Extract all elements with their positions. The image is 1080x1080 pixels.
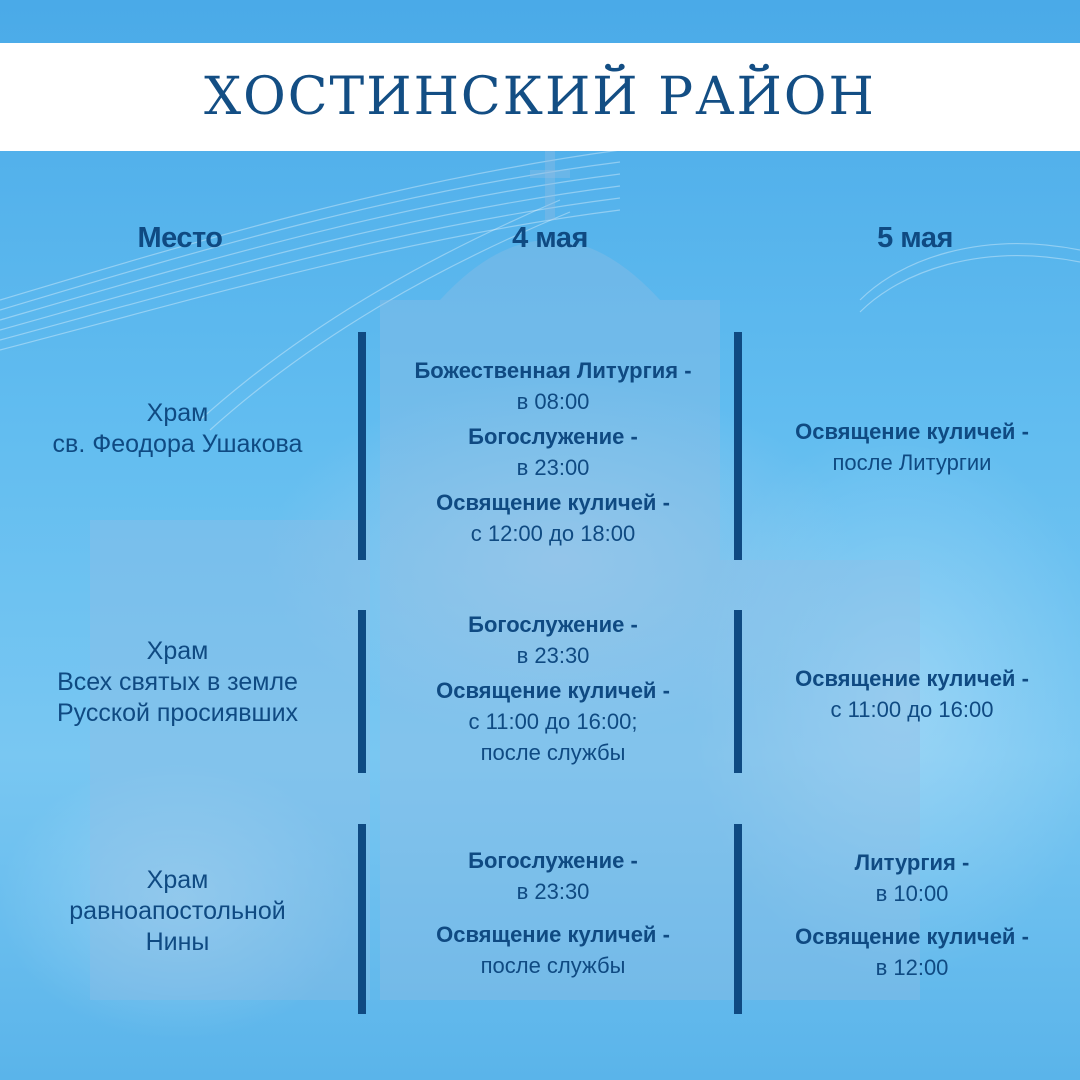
- event-label: Освящение куличей -: [795, 924, 1029, 949]
- place-row3: Храм равноапостольной Нины: [20, 865, 335, 958]
- place-line: Храм: [146, 399, 209, 427]
- divider-row1-left: [358, 332, 366, 560]
- schedule-row2-day2: Освящение куличей - с 11:00 до 16:00: [752, 663, 1072, 729]
- event-time: с 12:00 до 18:00: [470, 521, 636, 546]
- event-time-extra: после службы: [480, 740, 626, 765]
- event-time: после Литургии: [832, 450, 992, 475]
- column-header-place: Место: [137, 222, 223, 254]
- event-item: Освящение куличей - с 11:00 до 16:00; по…: [378, 675, 728, 768]
- event-time: в 12:00: [875, 955, 949, 980]
- event-label: Божественная Литургия -: [414, 358, 692, 383]
- event-item: Литургия - в 10:00: [752, 847, 1072, 909]
- divider-row2-right: [734, 610, 742, 773]
- event-item: Освящение куличей - с 12:00 до 18:00: [378, 487, 728, 549]
- place-line: Нины: [145, 928, 210, 956]
- place-line: Всех святых в земле: [57, 668, 298, 696]
- schedule-row3-day1: Богослужение - в 23:30 Освящение куличей…: [378, 845, 728, 985]
- event-item: Богослужение - в 23:30: [378, 609, 728, 671]
- event-time: с 11:00 до 16:00: [830, 697, 994, 722]
- event-time: с 11:00 до 16:00;: [468, 709, 638, 734]
- event-label: Освящение куличей -: [795, 419, 1029, 444]
- column-header-day1: 4 мая: [512, 222, 588, 254]
- divider-row1-right: [734, 332, 742, 560]
- event-item: Освящение куличей - после службы: [378, 919, 728, 981]
- event-label: Богослужение -: [468, 424, 638, 449]
- event-time: в 08:00: [516, 389, 590, 414]
- event-time: в 10:00: [875, 881, 949, 906]
- schedule-row1-day1: Божественная Литургия - в 08:00 Богослуж…: [378, 355, 728, 553]
- page-title: ХОСТИНСКИЙ РАЙОН: [204, 67, 876, 127]
- column-header-day2: 5 мая: [877, 222, 953, 254]
- event-label: Богослужение -: [468, 848, 638, 873]
- event-item: Богослужение - в 23:00: [378, 421, 728, 483]
- place-line: св. Феодора Ушакова: [52, 430, 303, 458]
- event-time: в 23:30: [516, 879, 590, 904]
- place-line: Храм: [146, 637, 209, 665]
- divider-row3-right: [734, 824, 742, 1014]
- event-label: Литургия -: [854, 850, 970, 875]
- schedule-row1-day2: Освящение куличей - после Литургии: [752, 416, 1072, 482]
- event-label: Освящение куличей -: [436, 922, 670, 947]
- event-item: Освящение куличей - с 11:00 до 16:00: [752, 663, 1072, 725]
- place-line: Русской просиявших: [56, 699, 299, 727]
- event-item: Освящение куличей - после Литургии: [752, 416, 1072, 478]
- event-time: в 23:00: [516, 455, 590, 480]
- place-line: Храм: [146, 866, 209, 894]
- divider-row2-left: [358, 610, 366, 773]
- divider-row3-left: [358, 824, 366, 1014]
- event-item: Богослужение - в 23:30: [378, 845, 728, 907]
- schedule-row2-day1: Богослужение - в 23:30 Освящение куличей…: [378, 609, 728, 772]
- event-label: Богослужение -: [468, 612, 638, 637]
- event-time: в 23:30: [516, 643, 590, 668]
- event-item: Божественная Литургия - в 08:00: [378, 355, 728, 417]
- place-row1: Храм св. Феодора Ушакова: [20, 398, 335, 460]
- event-item: Освящение куличей - в 12:00: [752, 921, 1072, 983]
- title-banner: ХОСТИНСКИЙ РАЙОН: [0, 43, 1080, 151]
- event-label: Освящение куличей -: [436, 490, 670, 515]
- event-time: после службы: [480, 953, 626, 978]
- event-label: Освящение куличей -: [436, 678, 670, 703]
- place-line: равноапостольной: [69, 897, 286, 925]
- event-label: Освящение куличей -: [795, 666, 1029, 691]
- schedule-row3-day2: Литургия - в 10:00 Освящение куличей - в…: [752, 847, 1072, 987]
- place-row2: Храм Всех святых в земле Русской просияв…: [20, 636, 335, 729]
